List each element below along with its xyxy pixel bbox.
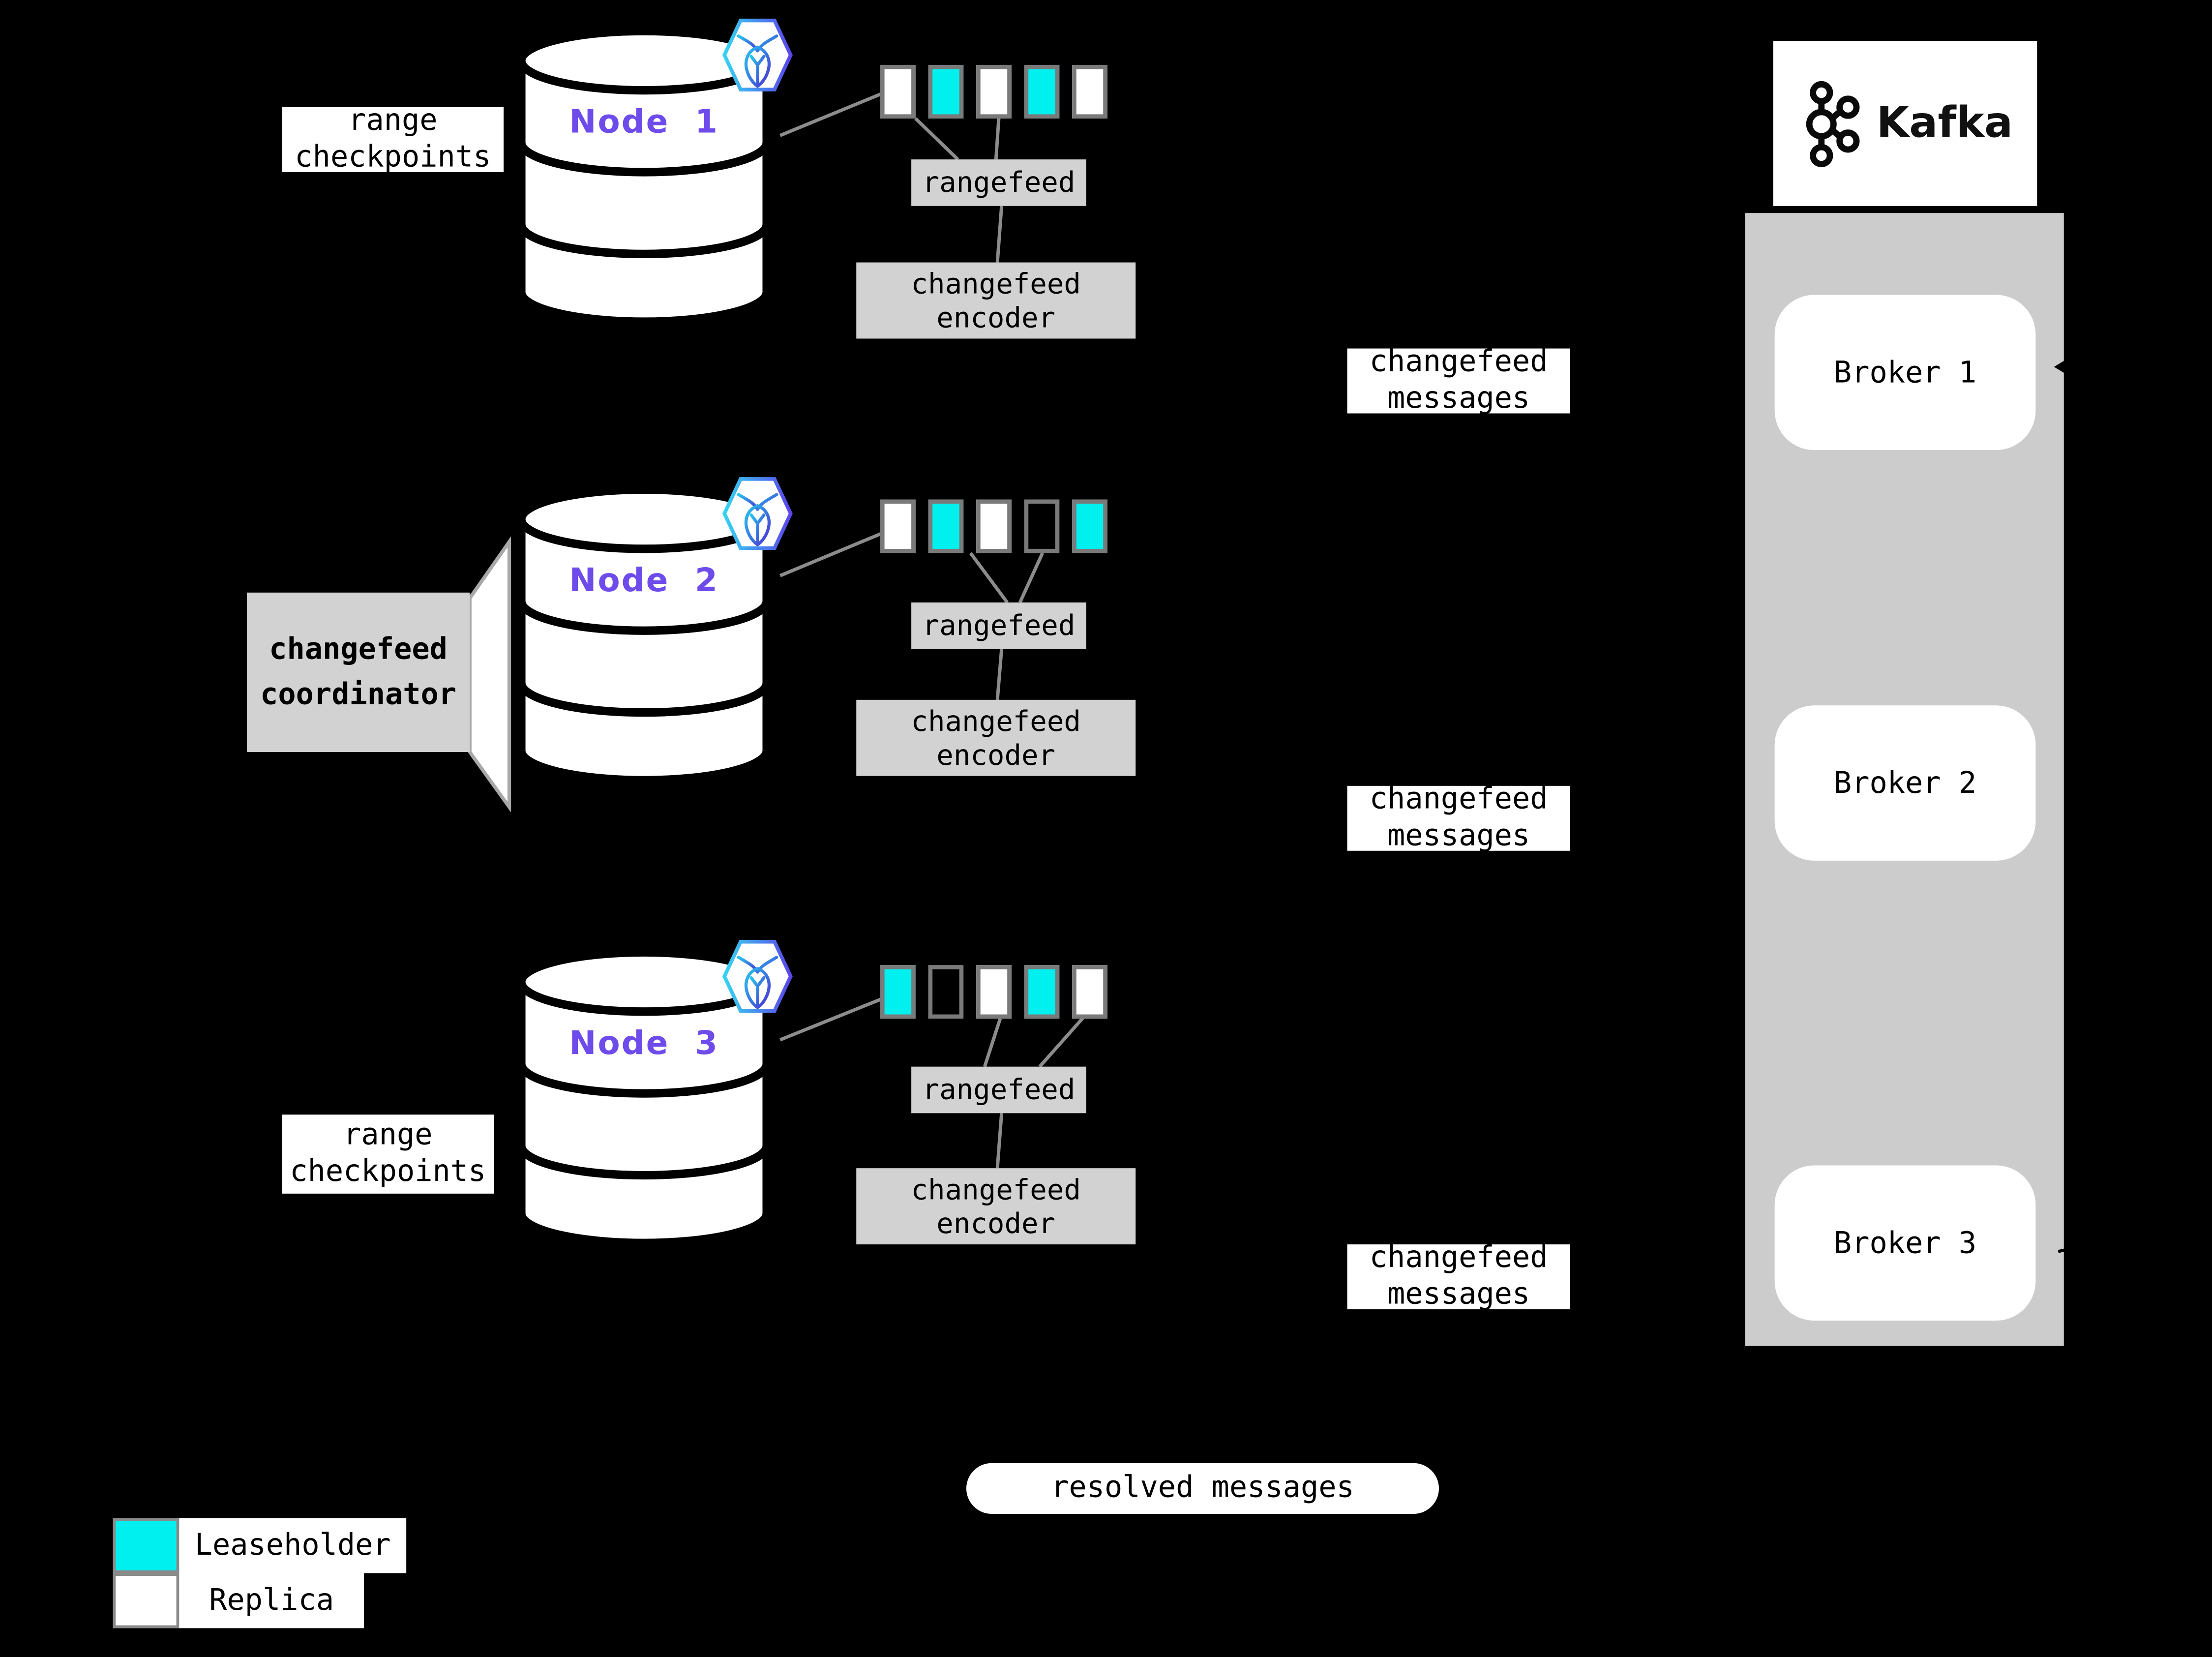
database-cylinder-icon [517,948,771,1247]
range-square [880,64,916,119]
range-checkpoints-label-top: range checkpoints [282,104,504,174]
node-3-cylinder: Node 3 [512,940,793,1251]
cockroachdb-icon [722,940,793,1013]
rangefeed-box-node2: rangefeed [911,602,1086,649]
kafka-cluster-container: Broker 1 Broker 2 Broker 3 [1745,213,2064,1346]
node-1-cylinder: Node 1 [512,18,793,330]
range-square [880,965,916,1019]
connector-range-to-rangefeed-1a [914,117,959,161]
changefeed-messages-label-1: changefeed messages [1347,345,1570,415]
changefeed-encoder-box-node2: changefeed encoder [856,699,1136,776]
node-1-label: Node 1 [569,104,719,141]
kafka-broker-3: Broker 3 [1774,1165,2036,1321]
connector-range-to-rangefeed-3b [1038,1015,1086,1068]
range-square [976,965,1012,1019]
connector-range-to-rangefeed-2a [969,552,1009,603]
changefeed-encoder-box-node3: changefeed encoder [856,1168,1136,1245]
cockroachdb-icon [722,18,793,91]
range-square [1024,499,1060,553]
connector-range-to-rangefeed-3a [983,1018,1002,1067]
connector-range-to-rangefeed-1b [994,118,1001,160]
kafka-icon [1806,80,1860,167]
connector-rangefeed-to-encoder-1 [995,206,1004,263]
arrow-tick-near-broker3 [2058,1247,2071,1253]
changefeed-coordinator-label: changefeed coordinator [247,592,470,752]
range-square [928,965,964,1019]
legend-leaseholder-swatch [113,1518,179,1573]
range-square [1072,499,1107,553]
connector-node3-to-ranges [779,994,890,1042]
kafka-broker-1: Broker 1 [1774,295,2036,451]
node-2-label: Node 2 [569,563,719,600]
legend-replica-swatch [113,1573,179,1628]
node-2-range-squares [880,499,1107,553]
range-square [928,64,964,119]
range-square [1024,64,1060,119]
kafka-logo-box: Kafka [1773,41,2037,206]
connector-rangefeed-to-encoder-2 [995,649,1004,700]
legend-replica-label: Replica [179,1573,364,1628]
connector-node2-to-ranges [779,529,890,577]
rangefeed-box-node1: rangefeed [911,159,1086,206]
connector-rangefeed-to-encoder-3 [995,1113,1004,1169]
coordinator-flag-shape [468,536,511,813]
node-3-range-squares [880,965,1107,1019]
arrowhead-marks [2054,358,2071,1253]
database-cylinder-icon [517,485,771,784]
node-2-cylinder: Node 2 [512,477,793,788]
arrowhead-into-broker1 [2054,358,2068,376]
legend-leaseholder-label: Leaseholder [179,1518,407,1573]
kafka-broker-2: Broker 2 [1774,705,2036,861]
changefeed-messages-label-2: changefeed messages [1347,782,1570,852]
changefeed-encoder-box-node1: changefeed encoder [856,262,1136,339]
range-square [1024,965,1060,1019]
range-square [1072,64,1107,119]
range-square [1072,965,1107,1019]
kafka-title: Kafka [1876,98,2013,149]
range-square [976,499,1012,553]
rangefeed-box-node3: rangefeed [911,1066,1086,1114]
range-square [880,499,916,553]
changefeed-messages-label-3: changefeed messages [1347,1241,1570,1311]
range-square [976,64,1012,119]
range-square [928,499,964,553]
resolved-messages-label: resolved messages [966,1463,1439,1514]
node-3-label: Node 3 [569,1025,719,1063]
cockroachdb-icon [722,477,793,550]
connector-node1-to-ranges [779,91,884,137]
node-1-range-squares [880,64,1107,119]
connector-range-to-rangefeed-2b [1018,552,1045,603]
range-checkpoints-label-bottom: range checkpoints [282,1115,494,1194]
database-cylinder-icon [517,27,771,326]
